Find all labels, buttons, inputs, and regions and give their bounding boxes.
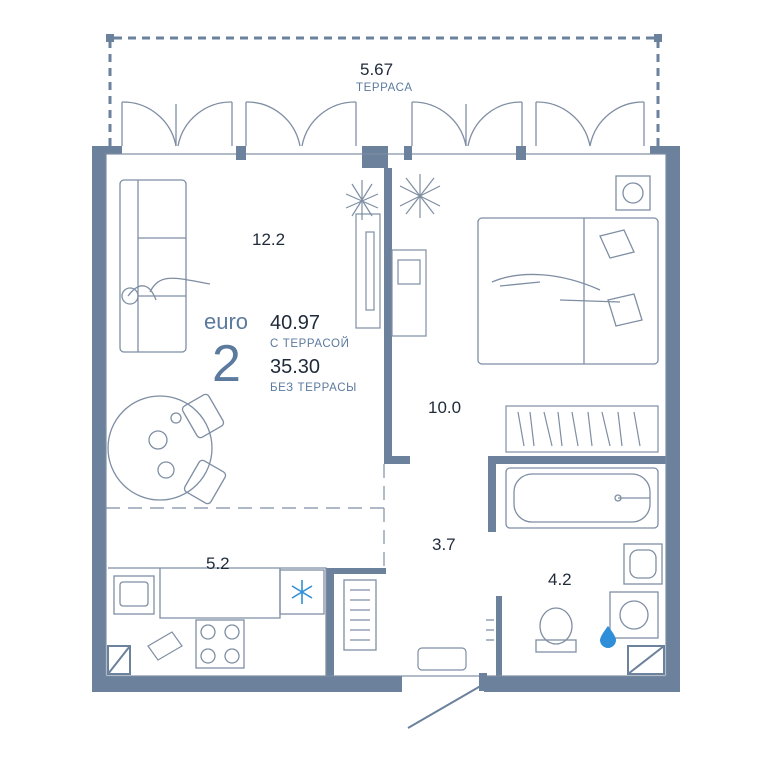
hall-area: 3.7 <box>432 535 456 554</box>
with-terrace-label: С ТЕРРАСОЙ <box>270 338 350 350</box>
kitchen-area: 5.2 <box>206 554 230 573</box>
doormat <box>417 647 467 671</box>
table-icon <box>107 393 227 505</box>
terrace-label: ТЕРРАСА <box>356 82 413 94</box>
washer-icon <box>609 591 659 639</box>
bed-icon <box>477 175 659 365</box>
without-terrace-label: БЕЗ ТЕРРАСЫ <box>270 382 357 394</box>
tv-stand <box>355 213 427 337</box>
wardrobe <box>505 405 659 453</box>
shafts <box>107 645 665 675</box>
exterior-walls <box>92 146 680 692</box>
terrace-area: 5.67 <box>360 60 394 79</box>
door-posts <box>236 146 526 160</box>
terrace-posts <box>106 34 662 42</box>
terrace-railing <box>108 36 660 146</box>
bathroom-area: 4.2 <box>548 570 572 589</box>
bedroom-area: 10.0 <box>428 398 462 417</box>
sofa-icon <box>119 179 211 353</box>
kitchen-counter <box>108 567 377 676</box>
area-with-terrace: 40.97 <box>270 312 321 334</box>
hall-panel <box>486 619 494 641</box>
area-without-terrace: 35.30 <box>270 356 321 378</box>
sink-icon <box>113 575 155 615</box>
bathtub-icon <box>505 467 659 529</box>
interior-outline <box>105 153 667 677</box>
sink-icon <box>623 543 663 585</box>
room-count: 2 <box>212 335 241 393</box>
terrace-doors <box>121 101 645 147</box>
cutting-board <box>147 631 183 661</box>
living-room-area: 12.2 <box>252 230 286 249</box>
water-drop-icon <box>600 626 616 648</box>
radiator <box>350 589 370 641</box>
plant-icon <box>345 174 441 220</box>
toilet-icon <box>535 607 577 653</box>
stove-icon <box>195 619 245 669</box>
entrance-door <box>407 673 487 729</box>
apartment-type: euro <box>204 309 249 334</box>
snowflake-icon <box>291 580 313 604</box>
